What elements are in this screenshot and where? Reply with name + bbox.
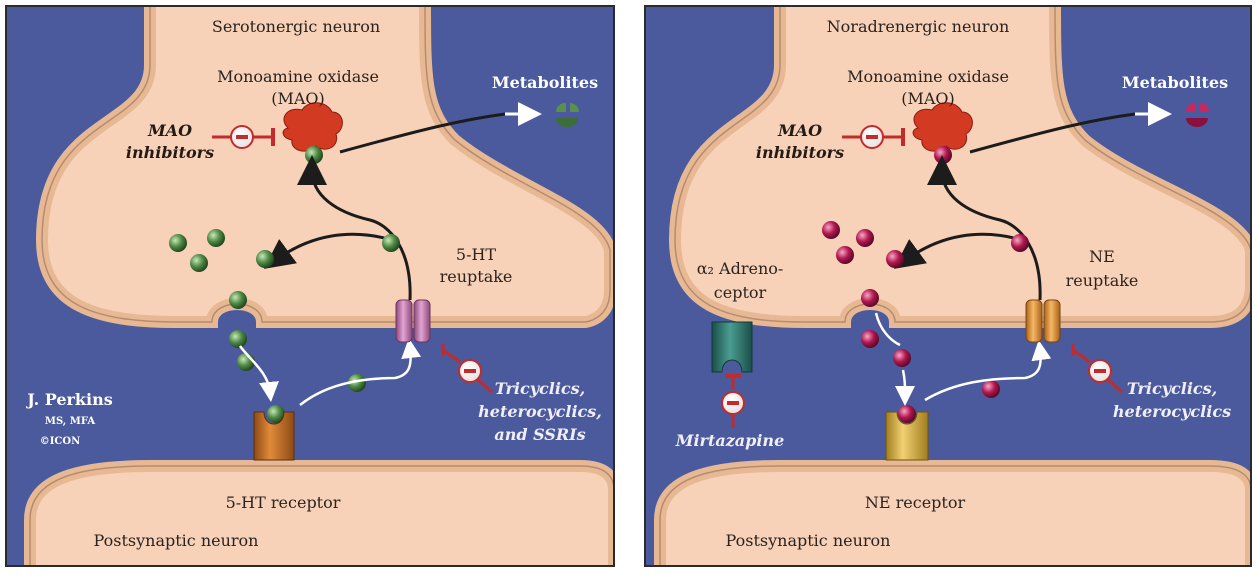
reuptake-label: NE <box>1089 247 1115 266</box>
metabolites-label: Metabolites <box>1122 73 1228 92</box>
mao-inhibitors-label: MAO <box>777 121 822 140</box>
receptor-label: NE receptor <box>865 493 966 512</box>
serotonin-molecule <box>305 146 323 164</box>
ne-receptor <box>885 411 929 461</box>
mirtazapine-label: Mirtazapine <box>675 431 785 450</box>
metabolites-icon <box>1185 102 1209 127</box>
neuron-title: Serotonergic neuron <box>212 17 380 36</box>
serotonin-vesicles <box>169 229 400 272</box>
autoreceptor-label-2: ceptor <box>714 283 767 302</box>
norepinephrine-molecule <box>934 146 952 164</box>
mao-enzyme <box>282 102 343 152</box>
metabolites-icon <box>555 102 579 127</box>
right-panel-border <box>644 5 1252 567</box>
serotonin-receptor <box>253 411 295 461</box>
credit-name: J. Perkins <box>25 390 112 409</box>
left-panel-border <box>5 5 615 567</box>
mao-inhibitors-label: MAO <box>147 121 192 140</box>
postsynaptic-label: Postsynaptic neuron <box>94 531 259 550</box>
postsynaptic-membrane <box>654 460 1251 566</box>
enzyme-abbrev: (MAO) <box>271 89 325 108</box>
enzyme-label: Monoamine oxidase <box>217 67 379 86</box>
drugs-label: Tricyclics, <box>495 379 586 398</box>
mao-enzyme <box>912 102 973 152</box>
icon-logo: ©ICON <box>40 436 81 447</box>
enzyme-label: Monoamine oxidase <box>847 67 1009 86</box>
enzyme-abbrev: (MAO) <box>901 89 955 108</box>
released-norepinephrine <box>861 289 1000 423</box>
drugs-label-2: heterocyclics <box>1113 402 1231 421</box>
receptor-label: 5-HT receptor <box>226 493 341 512</box>
alpha2-autoreceptor <box>711 321 753 373</box>
neuron-title: Noradrenergic neuron <box>827 17 1010 36</box>
serotonin-transporter <box>395 299 431 343</box>
reuptake-label: 5-HT <box>456 245 497 264</box>
reuptake-label-2: reuptake <box>440 267 513 286</box>
postsynaptic-label: Postsynaptic neuron <box>726 531 891 550</box>
autoreceptor-label: α₂ Adreno- <box>697 259 784 278</box>
released-serotonin <box>229 291 366 423</box>
mao-inhibitors-label-2: inhibitors <box>126 143 214 162</box>
left-panel <box>6 6 614 566</box>
metabolites-label: Metabolites <box>492 73 598 92</box>
reuptake-label-2: reuptake <box>1066 271 1139 290</box>
mao-inhibitors-label-2: inhibitors <box>756 143 844 162</box>
right-panel <box>645 6 1251 566</box>
drugs-label-2: heterocyclics, <box>478 402 602 421</box>
credit-degree: MS, MFA <box>45 416 95 427</box>
norepinephrine-vesicles <box>822 221 1029 268</box>
postsynaptic-membrane <box>24 460 614 566</box>
drugs-label-3: and SSRIs <box>494 425 585 444</box>
norepinephrine-transporter <box>1025 299 1061 343</box>
drugs-label: Tricyclics, <box>1127 379 1218 398</box>
